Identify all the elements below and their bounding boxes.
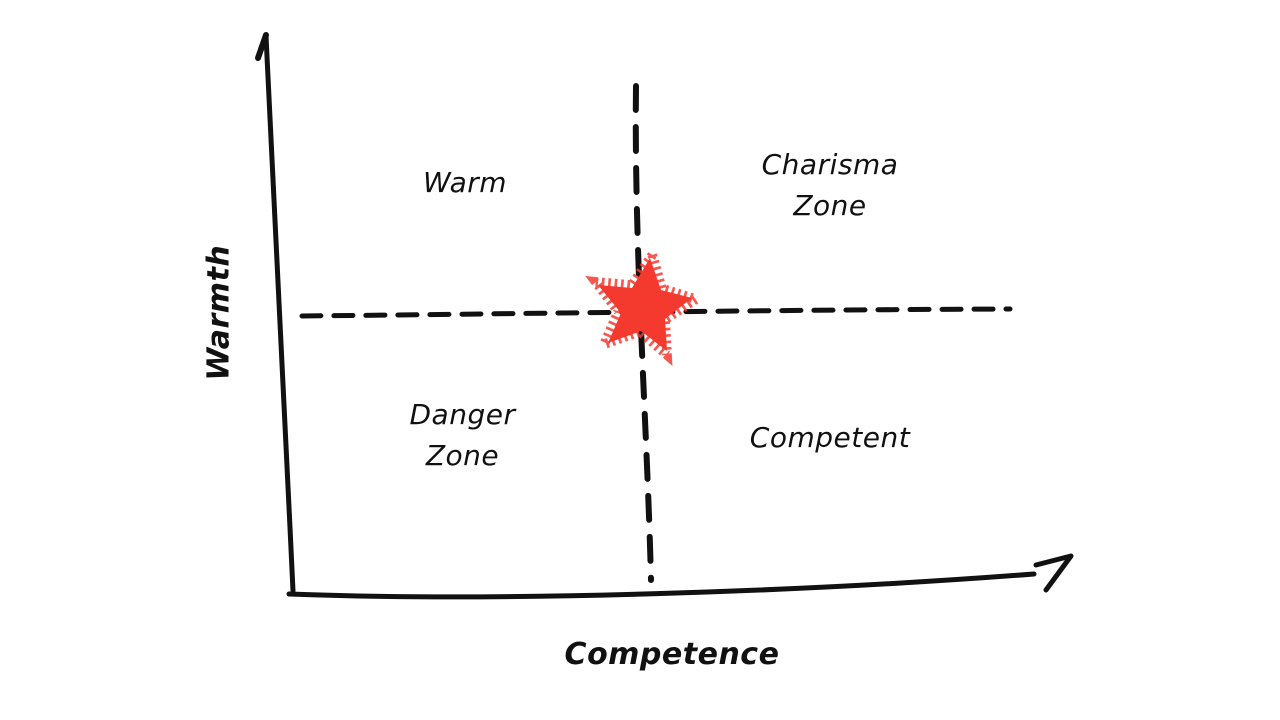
quadrant-label-charisma-zone: Charisma Zone <box>761 148 899 222</box>
quadrant-label-warm: Warm <box>422 166 508 199</box>
star-marker <box>585 243 707 367</box>
x-axis-line <box>286 571 1037 600</box>
y-axis-title: Warmth <box>201 244 237 381</box>
x-axis-title: Competence <box>564 637 780 672</box>
star-hatch-texture <box>585 243 707 367</box>
star-body <box>598 258 692 351</box>
y-axis-line <box>263 33 296 594</box>
y-axis-arrowhead-icon <box>255 32 269 61</box>
quadrant-label-danger-zone: Danger Zone <box>409 398 516 472</box>
x-axis-arrowhead-icon <box>1033 553 1074 593</box>
quadrant-label-competent: Competent <box>749 421 911 454</box>
